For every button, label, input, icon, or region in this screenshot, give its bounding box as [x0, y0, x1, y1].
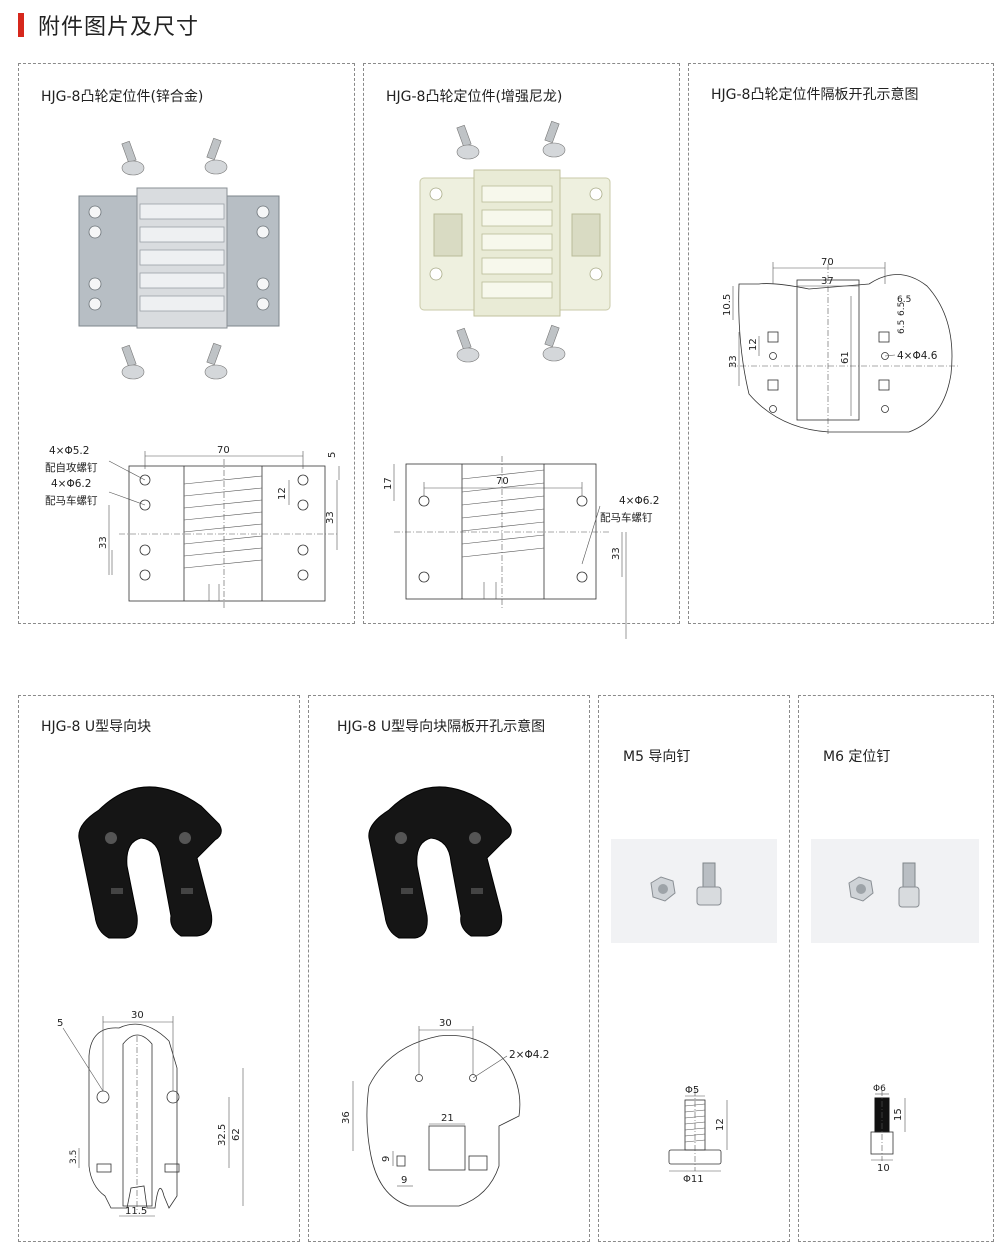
panel-cam-cutout: HJG-8凸轮定位件隔板开孔示意图 70 37 10.5 12 33 61 6.…: [688, 63, 994, 624]
cam-zinc-drawing: 70 5 12 33 33 4×Φ5.2 配自攻螺钉 4×Φ6.2 配马车螺钉: [45, 445, 340, 609]
screw-icon: [456, 124, 480, 160]
dim-33-right: 33: [325, 511, 336, 524]
panel-title: HJG-8凸轮定位件(增强尼龙): [386, 89, 563, 105]
dim-36: 36: [341, 1111, 352, 1124]
m5-pin-photo-art: [650, 862, 722, 906]
dim-phi6: Φ6: [873, 1084, 886, 1094]
panel-u-block-cutout: HJG-8 U型导向块隔板开孔示意图 30 2×Φ4.2 36 21 9 9: [308, 695, 590, 1242]
nut-icon: [650, 876, 676, 902]
dim-12: 12: [748, 338, 759, 351]
m5-pin-photo: [611, 839, 777, 943]
dim-9-h: 9: [401, 1175, 407, 1186]
dim-6-5-a: 6.5: [897, 295, 911, 305]
nut-icon: [848, 876, 874, 902]
screw-icon: [456, 327, 480, 363]
screw-icon: [542, 120, 566, 158]
dim-3-5: 3.5: [69, 1150, 79, 1164]
dim-6-5-b: 6.5: [897, 320, 907, 334]
dim-5: 5: [57, 1018, 63, 1029]
dim-33: 33: [728, 355, 739, 368]
panel-title: HJG-8凸轮定位件隔板开孔示意图: [711, 87, 919, 103]
dim-phi11: Φ11: [683, 1174, 704, 1185]
m6-pin-drawing: Φ6 15 10: [870, 1084, 906, 1174]
header-accent-bar: [18, 13, 24, 37]
dim-33: 33: [611, 547, 622, 560]
note-carriage-bolt: 配马车螺钉: [600, 511, 653, 524]
dim-37: 37: [821, 276, 834, 287]
panel-title: HJG-8凸轮定位件(锌合金): [41, 89, 204, 105]
m5-pin-drawing: Φ5 12 Φ11: [668, 1085, 728, 1185]
dim-phi5: Φ5: [685, 1085, 699, 1096]
note-holes-46: 4×Φ4.6: [897, 350, 938, 362]
note-holes-62: 4×Φ6.2: [619, 495, 659, 507]
note-holes-42: 2×Φ4.2: [509, 1049, 549, 1061]
panel-m6-pin: M6 定位钉 Φ6 15 10: [798, 695, 994, 1242]
screw-icon: [121, 140, 145, 176]
panel-u-block: HJG-8 U型导向块 30 5 3.5 32.5 62 11.5: [18, 695, 300, 1242]
screw-icon: [121, 344, 145, 380]
cam-nylon-drawing: 70 17 33 4×Φ6.2 配马车螺钉: [383, 456, 659, 639]
note-holes-52: 4×Φ5.2: [49, 445, 89, 457]
screw-icon: [204, 342, 228, 380]
u-block-cutout-photo: [368, 786, 512, 939]
dim-70: 70: [821, 257, 834, 268]
panel-m5-pin: M5 导向钉 Φ5 12 Φ11: [598, 695, 790, 1242]
m6-pin-photo-art: [848, 862, 920, 908]
cam-nylon-photo: [419, 120, 611, 363]
dim-30: 30: [131, 1010, 144, 1021]
panel-cam-nylon: HJG-8凸轮定位件(增强尼龙) 70: [363, 63, 680, 639]
dim-12: 12: [277, 487, 288, 500]
dim-5: 5: [327, 452, 338, 458]
panel-title: M5 导向钉: [623, 749, 691, 765]
dim-10-5: 10.5: [722, 294, 733, 316]
dim-21: 21: [441, 1113, 454, 1124]
pin-icon: [898, 862, 920, 908]
dim-11-5: 11.5: [125, 1206, 147, 1217]
dim-9-v: 9: [381, 1156, 392, 1162]
dim-70: 70: [496, 476, 509, 487]
cam-zinc-photo: [78, 137, 280, 380]
screw-icon: [542, 324, 566, 362]
dim-30: 30: [439, 1018, 452, 1029]
cam-cutout-drawing: 70 37 10.5 12 33 61 6.5 6.5 6.5 4×Φ4.6: [722, 257, 959, 434]
note-tapping-screw: 配自攻螺钉: [45, 461, 98, 474]
screw-icon: [204, 137, 228, 175]
dim-32-5: 32.5: [217, 1124, 228, 1146]
panel-title: HJG-8 U型导向块隔板开孔示意图: [337, 719, 546, 735]
u-block-photo: [78, 786, 222, 939]
page-title: 附件图片及尺寸: [38, 15, 200, 40]
panel-title: HJG-8 U型导向块: [41, 719, 152, 735]
dim-15: 15: [893, 1108, 904, 1121]
panel-title: M6 定位钉: [823, 749, 891, 765]
dim-61: 61: [840, 351, 851, 364]
note-carriage-bolt: 配马车螺钉: [45, 494, 98, 507]
dim-12: 12: [715, 1118, 726, 1131]
note-holes-62: 4×Φ6.2: [51, 478, 91, 490]
pin-icon: [696, 862, 722, 906]
dim-33-left: 33: [98, 536, 109, 549]
dim-70: 70: [217, 445, 230, 456]
dim-6-5-c: 6.5: [897, 302, 907, 316]
dim-10: 10: [877, 1163, 890, 1174]
dim-17: 17: [383, 477, 394, 490]
dim-62: 62: [231, 1128, 242, 1141]
panel-cam-zinc: HJG-8凸轮定位件(锌合金): [18, 63, 355, 624]
u-block-drawing: 30 5 3.5 32.5 62 11.5: [57, 1010, 244, 1217]
m6-pin-photo: [811, 839, 979, 943]
u-block-cutout-drawing: 30 2×Φ4.2 36 21 9 9: [341, 1018, 549, 1207]
